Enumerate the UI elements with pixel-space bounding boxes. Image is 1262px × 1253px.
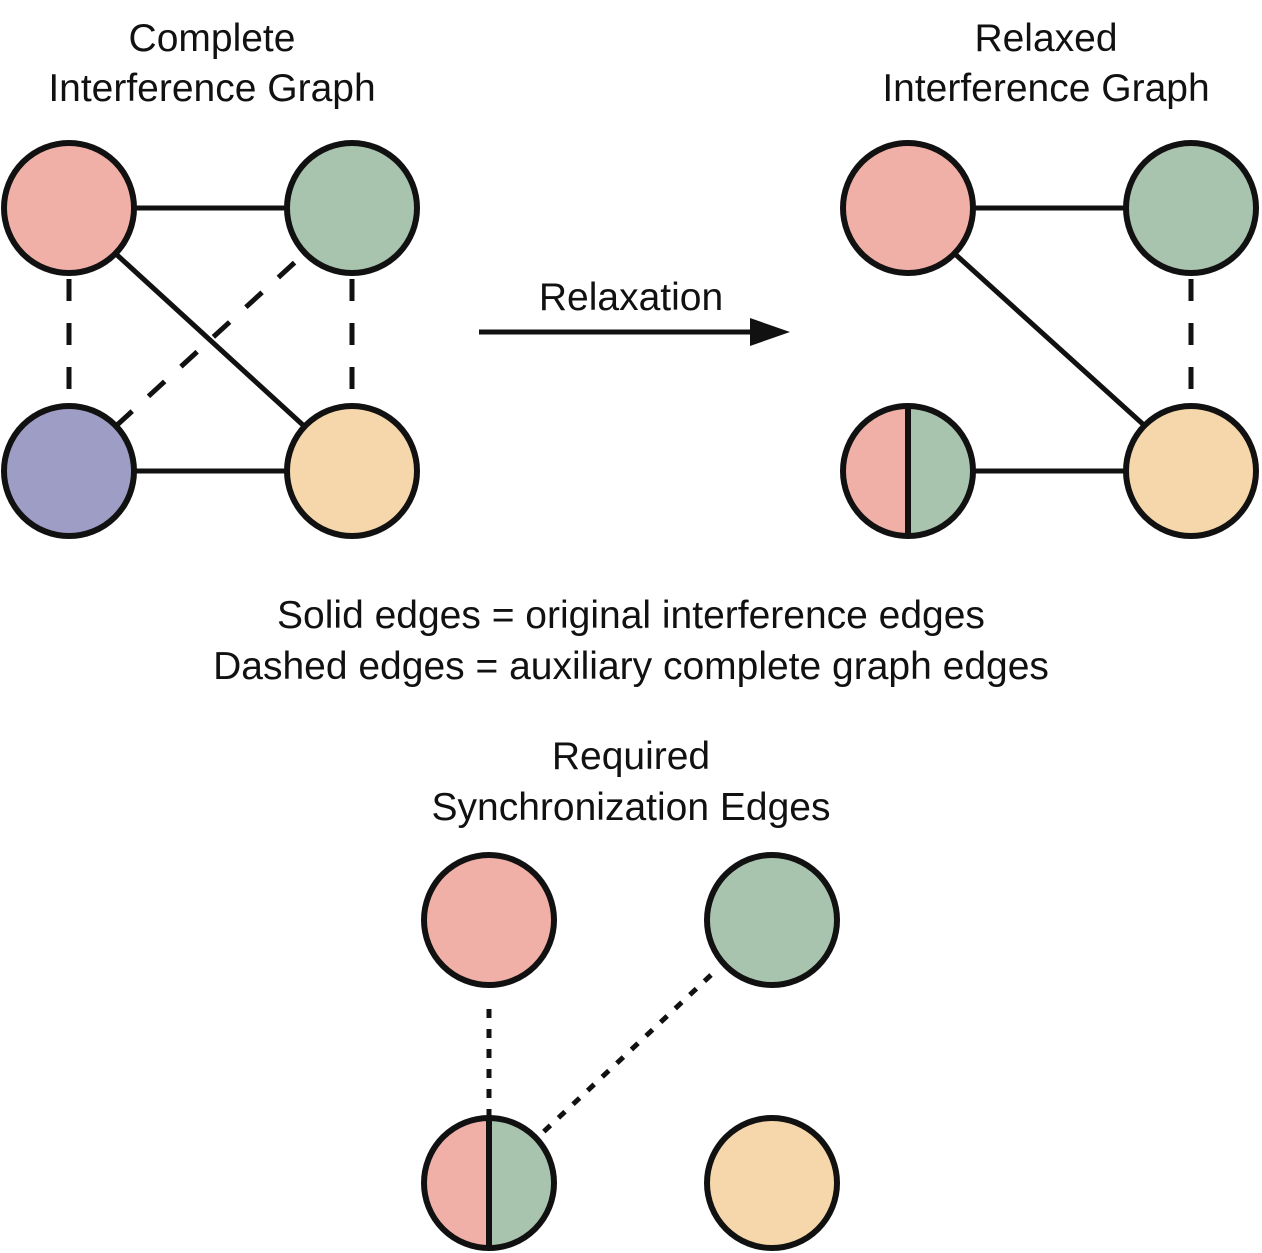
node-red <box>840 140 976 276</box>
relaxed-graph-title-line2: Interference Graph <box>882 67 1209 110</box>
node-merged-left-half <box>843 406 908 536</box>
solid-edge-red-orange <box>114 252 306 428</box>
relaxed-interference-graph: Relaxed Interference Graph <box>840 17 1259 539</box>
node-green <box>1123 140 1259 276</box>
relaxation-arrow: Relaxation <box>479 276 790 346</box>
legend-solid-edges: Solid edges = original interference edge… <box>277 594 985 637</box>
required-synchronization-edges: Required Synchronization Edges <box>421 735 840 1251</box>
node-merged-outline <box>421 1115 557 1251</box>
complete-interference-graph: Complete Interference Graph <box>1 17 420 539</box>
node-merged-right-half <box>489 1118 554 1248</box>
node-orange <box>284 403 420 539</box>
node-merged-red-green <box>421 1115 557 1251</box>
sync-graph-title-line1: Required <box>552 735 710 778</box>
relaxation-label: Relaxation <box>539 276 723 319</box>
complete-graph-title-line2: Interference Graph <box>48 67 375 110</box>
node-red <box>421 852 557 988</box>
node-green <box>284 140 420 276</box>
node-orange <box>1123 403 1259 539</box>
edge-legend: Solid edges = original interference edge… <box>213 594 1049 688</box>
node-orange <box>704 1115 840 1251</box>
node-green <box>704 852 840 988</box>
node-merged-outline <box>840 403 976 539</box>
solid-edge-red-orange <box>953 252 1147 428</box>
node-merged-red-green <box>840 403 976 539</box>
dotted-edge-green-merged <box>536 973 713 1139</box>
complete-graph-title-line1: Complete <box>129 17 296 60</box>
node-purple <box>1 403 137 539</box>
arrow-head <box>750 318 790 346</box>
legend-dashed-edges: Dashed edges = auxiliary complete graph … <box>213 645 1049 688</box>
node-red <box>1 140 137 276</box>
node-merged-left-half <box>424 1118 489 1248</box>
relaxed-graph-title-line1: Relaxed <box>974 17 1117 60</box>
sync-graph-title-line2: Synchronization Edges <box>432 786 831 829</box>
node-merged-right-half <box>908 406 973 536</box>
